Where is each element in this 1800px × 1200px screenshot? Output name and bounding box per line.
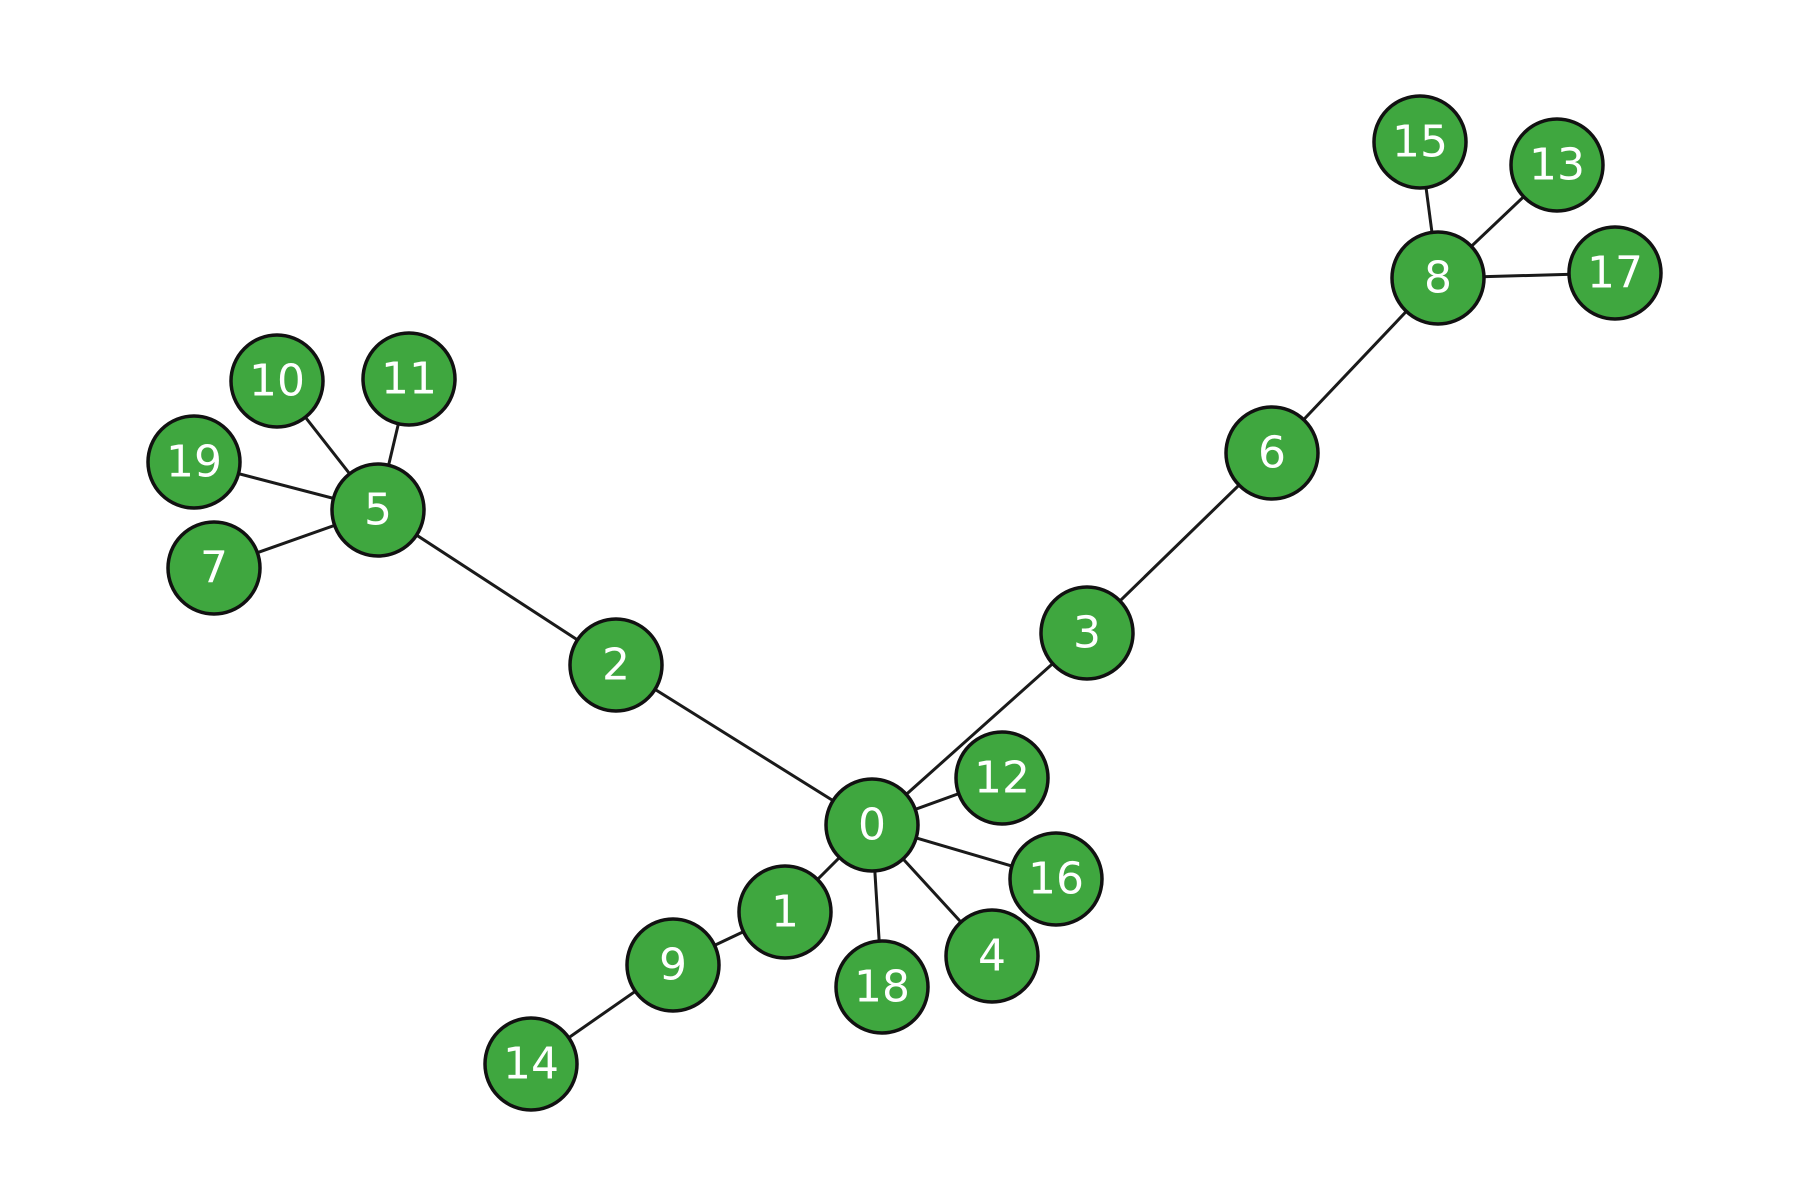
node-circle-2 xyxy=(568,617,664,713)
node-4: 4 xyxy=(944,908,1040,1004)
node-label-17: 17 xyxy=(1587,248,1643,299)
node-label-16: 16 xyxy=(1028,854,1084,905)
node-label-12: 12 xyxy=(974,753,1030,804)
node-label-7: 7 xyxy=(200,543,228,594)
node-circle-16 xyxy=(1008,831,1104,927)
node-circle-15 xyxy=(1372,94,1468,190)
node-label-8: 8 xyxy=(1424,253,1452,304)
node-15: 15 xyxy=(1372,94,1468,190)
node-label-18: 18 xyxy=(854,962,910,1013)
node-label-5: 5 xyxy=(364,485,392,536)
node-16: 16 xyxy=(1008,831,1104,927)
node-label-4: 4 xyxy=(978,931,1006,982)
node-2: 2 xyxy=(568,617,664,713)
node-circle-12 xyxy=(954,730,1050,826)
node-label-1: 1 xyxy=(771,887,799,938)
node-circle-10 xyxy=(229,333,325,429)
node-circle-1 xyxy=(737,864,833,960)
node-label-15: 15 xyxy=(1392,117,1448,168)
node-5: 5 xyxy=(330,462,426,558)
node-10: 10 xyxy=(229,333,325,429)
node-label-13: 13 xyxy=(1529,140,1585,191)
node-8: 8 xyxy=(1390,230,1486,326)
node-12: 12 xyxy=(954,730,1050,826)
node-circle-6 xyxy=(1224,405,1320,501)
node-0: 0 xyxy=(824,777,920,873)
node-circle-7 xyxy=(166,520,262,616)
node-circle-3 xyxy=(1039,585,1135,681)
node-14: 14 xyxy=(483,1016,579,1112)
node-circle-11 xyxy=(361,331,457,427)
node-circle-18 xyxy=(834,939,930,1035)
node-7: 7 xyxy=(166,520,262,616)
node-6: 6 xyxy=(1224,405,1320,501)
edge-0-2 xyxy=(615,663,873,827)
node-label-3: 3 xyxy=(1073,608,1101,659)
node-label-11: 11 xyxy=(381,354,437,405)
node-13: 13 xyxy=(1509,117,1605,213)
node-label-6: 6 xyxy=(1258,428,1286,479)
node-label-0: 0 xyxy=(858,800,886,851)
node-circle-9 xyxy=(625,917,721,1013)
node-circle-8 xyxy=(1390,230,1486,326)
edge-0-3 xyxy=(871,631,1088,827)
node-17: 17 xyxy=(1567,225,1663,321)
node-circle-14 xyxy=(483,1016,579,1112)
node-1: 1 xyxy=(737,864,833,960)
node-circle-0 xyxy=(824,777,920,873)
node-11: 11 xyxy=(361,331,457,427)
node-label-14: 14 xyxy=(503,1039,559,1090)
node-9: 9 xyxy=(625,917,721,1013)
node-label-10: 10 xyxy=(249,356,305,407)
node-label-9: 9 xyxy=(659,940,687,991)
node-circle-4 xyxy=(944,908,1040,1004)
node-label-2: 2 xyxy=(602,640,630,691)
node-circle-13 xyxy=(1509,117,1605,213)
node-19: 19 xyxy=(146,414,242,510)
node-circle-17 xyxy=(1567,225,1663,321)
node-3: 3 xyxy=(1039,585,1135,681)
node-18: 18 xyxy=(834,939,930,1035)
node-circle-5 xyxy=(330,462,426,558)
node-circle-19 xyxy=(146,414,242,510)
node-label-19: 19 xyxy=(166,437,222,488)
